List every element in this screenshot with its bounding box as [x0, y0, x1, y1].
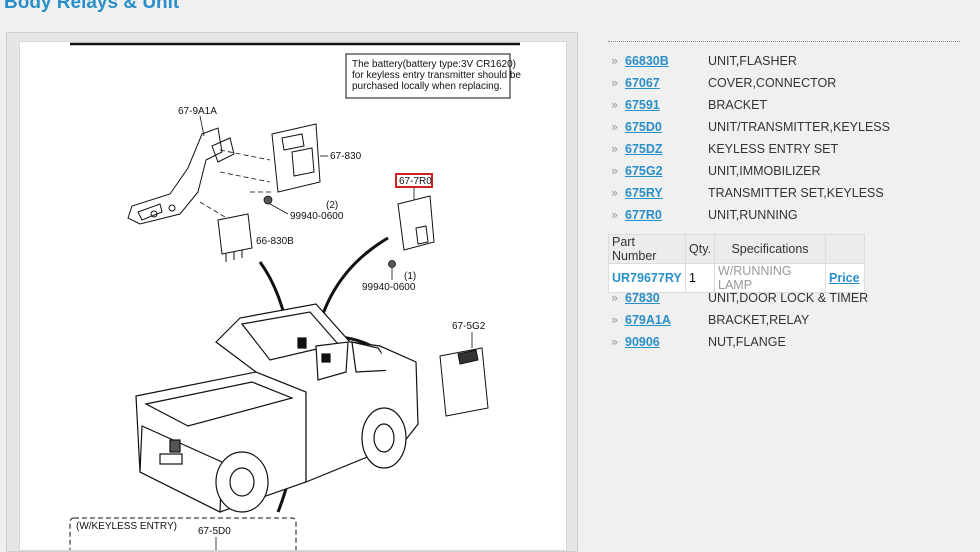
part-number-link[interactable]: 67830 — [625, 291, 660, 305]
chevron-right-icon: » — [611, 208, 619, 222]
part-number-link[interactable]: 66830B — [625, 54, 669, 68]
parts-diagram: The battery(battery type:3V CR1620) for … — [19, 41, 567, 551]
parts-list-top: » 66830B UNIT,FLASHER » 67067 COVER,CONNECTO… — [608, 50, 968, 226]
parts-list-bottom: » 67830 UNIT,DOOR LOCK & TIMER » 679A1A BRAC… — [608, 287, 968, 353]
label-bolt-2: 99940-0600 — [362, 282, 416, 293]
cell-part-number: UR79677RY — [608, 263, 686, 293]
chevron-right-icon: » — [611, 76, 619, 90]
column-header-qty: Qty. — [685, 234, 715, 264]
section-divider — [608, 41, 960, 42]
chevron-right-icon: » — [611, 98, 619, 112]
battery-note-line-2: for keyless entry transmitter should be — [352, 70, 521, 81]
label-unit-830: 67-830 — [330, 151, 362, 162]
list-item: » 679A1A BRACKET,RELAY — [608, 309, 968, 331]
cell-price: Price — [825, 263, 865, 293]
part-number-link[interactable]: 67591 — [625, 98, 660, 112]
relay-bracket-drawing — [127, 127, 235, 225]
part-number-link[interactable]: 677R0 — [625, 208, 662, 222]
table-row: UR79677RY 1 W/RUNNING LAMP Price — [608, 263, 865, 293]
part-description: TRANSMITTER SET,KEYLESS — [708, 186, 884, 200]
part-description: UNIT,FLASHER — [708, 54, 797, 68]
price-link[interactable]: Price — [829, 271, 860, 285]
chevron-right-icon: » — [611, 54, 619, 68]
label-bolt-1: 99940-0600 — [290, 211, 344, 222]
running-unit-drawing — [397, 195, 435, 251]
bolt-icon — [263, 195, 273, 205]
chevron-right-icon: » — [611, 291, 619, 305]
label-running: 67-7R0 — [399, 176, 432, 187]
list-item: » 67591 BRACKET — [608, 94, 968, 116]
list-item: » 66830B UNIT,FLASHER — [608, 50, 968, 72]
flasher-unit-drawing — [217, 213, 253, 262]
list-item: » 67067 COVER,CONNECTOR — [608, 72, 968, 94]
part-description: UNIT,RUNNING — [708, 208, 798, 222]
part-number-link[interactable]: 675RY — [625, 186, 663, 200]
label-keyless-part: 67-5D0 — [198, 526, 231, 537]
part-description: NUT,FLANGE — [708, 335, 786, 349]
cell-specifications: W/RUNNING LAMP — [714, 263, 826, 293]
chevron-right-icon: » — [611, 120, 619, 134]
list-item: » 675DZ KEYLESS ENTRY SET — [608, 138, 968, 160]
list-item: » 675RY TRANSMITTER SET,KEYLESS — [608, 182, 968, 204]
door-lock-timer-unit-drawing — [271, 123, 321, 193]
chevron-right-icon: » — [611, 186, 619, 200]
part-number-link[interactable]: 90906 — [625, 335, 660, 349]
part-description: UNIT,IMMOBILIZER — [708, 164, 821, 178]
part-description: BRACKET,RELAY — [708, 313, 810, 327]
column-header-specifications: Specifications — [714, 234, 826, 264]
part-number-link[interactable]: 675D0 — [625, 120, 662, 134]
page-title: Body Relays & Unit — [4, 0, 180, 13]
highlight-running-unit — [395, 173, 433, 188]
label-keyless-box: (W/KEYLESS ENTRY) — [76, 521, 177, 532]
list-item: » 675G2 UNIT,IMMOBILIZER — [608, 160, 968, 182]
part-description: UNIT,DOOR LOCK & TIMER — [708, 291, 869, 305]
chevron-right-icon: » — [611, 313, 619, 327]
immobilizer-unit-drawing — [439, 347, 489, 417]
label-flasher: 66-830B — [256, 236, 294, 247]
chevron-right-icon: » — [611, 164, 619, 178]
part-number-link[interactable]: 675G2 — [625, 164, 663, 178]
table-header-row: Part Number Qty. Specifications — [608, 234, 865, 264]
pickup-truck-drawing — [135, 303, 419, 513]
list-item: » 67830 UNIT,DOOR LOCK & TIMER — [608, 287, 968, 309]
battery-note-line-3: purchased locally when replacing. — [352, 81, 502, 92]
label-bolt-1-qty: (2) — [326, 200, 338, 211]
column-header-part-number: Part Number — [608, 234, 686, 264]
list-item: » 677R0 UNIT,RUNNING — [608, 204, 968, 226]
part-description: UNIT/TRANSMITTER,KEYLESS — [708, 120, 890, 134]
list-item: » 675D0 UNIT/TRANSMITTER,KEYLESS — [608, 116, 968, 138]
column-header-price — [825, 234, 865, 264]
part-description: COVER,CONNECTOR — [708, 76, 837, 90]
label-bracket: 67-9A1A — [178, 106, 217, 117]
parts-diagram-svg: The battery(battery type:3V CR1620) for … — [69, 42, 521, 550]
part-number-link[interactable]: 67067 — [625, 76, 660, 90]
chevron-right-icon: » — [611, 335, 619, 349]
part-variant-table: Part Number Qty. Specifications UR79677R… — [608, 234, 865, 293]
battery-note-line-1: The battery(battery type:3V CR1620) — [352, 59, 516, 70]
cell-qty: 1 — [685, 263, 715, 293]
part-description: KEYLESS ENTRY SET — [708, 142, 839, 156]
label-bolt-2-qty: (1) — [404, 271, 416, 282]
battery-note-box — [345, 53, 511, 99]
diagram-frame: The battery(battery type:3V CR1620) for … — [6, 32, 578, 552]
label-immobilizer: 67-5G2 — [452, 321, 486, 332]
part-number-link[interactable]: 679A1A — [625, 313, 671, 327]
part-number-link[interactable]: 675DZ — [625, 142, 663, 156]
list-item: » 90906 NUT,FLANGE — [608, 331, 968, 353]
part-description: BRACKET — [708, 98, 768, 112]
bolt-icon — [388, 260, 396, 268]
chevron-right-icon: » — [611, 142, 619, 156]
